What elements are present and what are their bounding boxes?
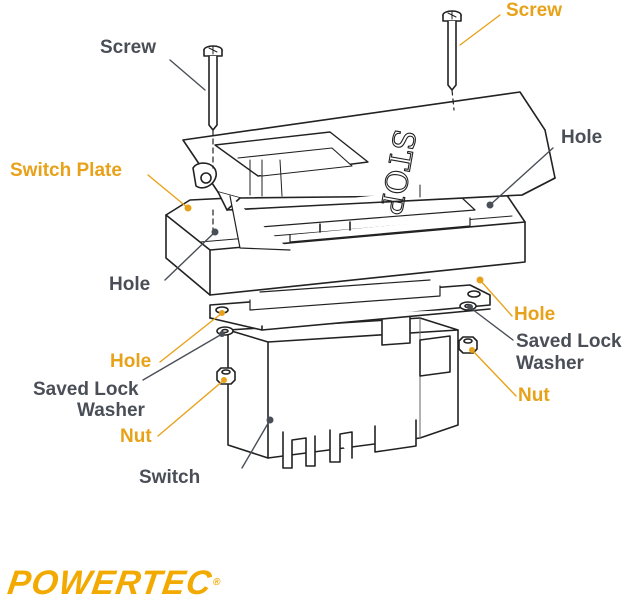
orange-leaders: [147, 14, 517, 437]
label-nut-right: Nut: [518, 385, 550, 406]
label-saved-lock-washer-left-1: Saved Lock: [33, 379, 139, 400]
label-screw-right: Screw: [506, 0, 562, 21]
label-switch: Switch: [139, 467, 201, 488]
label-saved-lock-washer-left-2: Washer: [77, 400, 145, 421]
stop-paddle: [182, 91, 556, 251]
screw-left: [203, 45, 223, 131]
switch-body: [227, 315, 459, 469]
label-hole-left-orange: Hole: [110, 351, 152, 372]
label-hole-right-orange: Hole: [514, 304, 556, 325]
label-hole-left: Hole: [109, 274, 151, 295]
brand-name: POWERTEC: [5, 564, 215, 602]
brand-registered-mark: ®: [212, 577, 223, 588]
label-screw-left: Screw: [100, 37, 156, 58]
powertec-logo: POWERTEC®: [5, 564, 224, 602]
screw-right: [442, 10, 462, 91]
label-saved-lock-washer-right-2: Washer: [516, 353, 584, 374]
label-saved-lock-washer-right-1: Saved Lock: [516, 331, 622, 352]
mounting-frame: [209, 279, 491, 331]
label-switch-plate: Switch Plate: [10, 160, 122, 181]
gray-leaders: [142, 59, 554, 469]
label-nut-left: Nut: [120, 426, 152, 447]
label-hole-top-right: Hole: [561, 127, 603, 148]
